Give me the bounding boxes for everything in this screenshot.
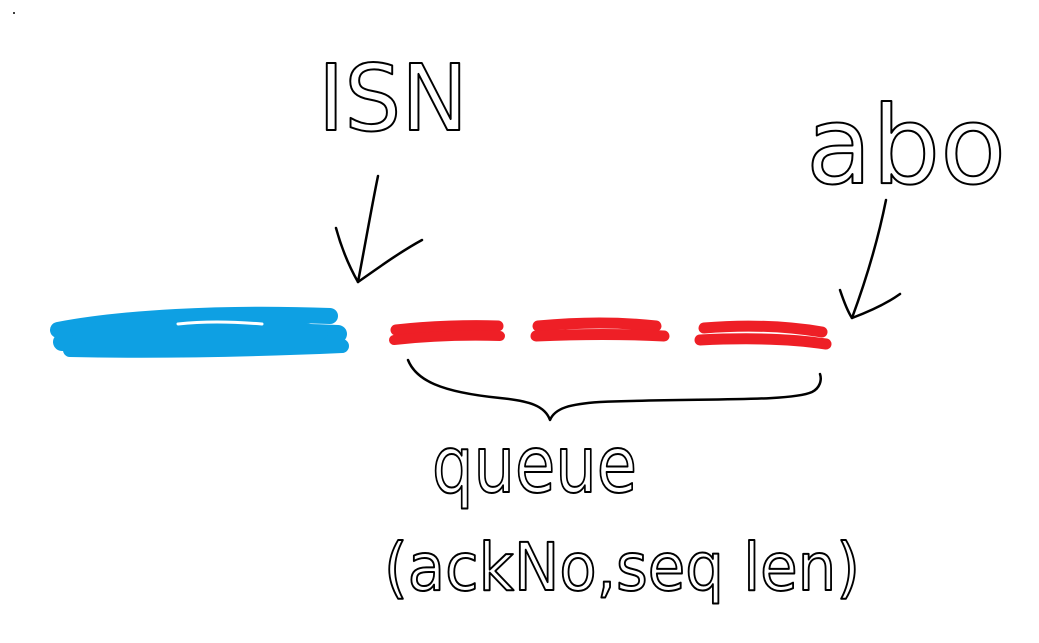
queued-segment-1 <box>389 320 505 345</box>
stray-dot <box>13 12 15 14</box>
queue-brace <box>406 358 822 422</box>
queue-detail-label: (ackNo,seq len) <box>384 529 860 606</box>
acked-segment <box>50 306 349 358</box>
isn-label: ISN <box>318 45 468 152</box>
abo-arrow <box>838 198 902 320</box>
queue-label: queue <box>432 421 637 511</box>
abo-label: abo <box>806 84 1006 209</box>
isn-arrow <box>334 174 424 284</box>
queued-segment-3 <box>694 320 832 350</box>
queued-segment-2 <box>530 317 670 342</box>
